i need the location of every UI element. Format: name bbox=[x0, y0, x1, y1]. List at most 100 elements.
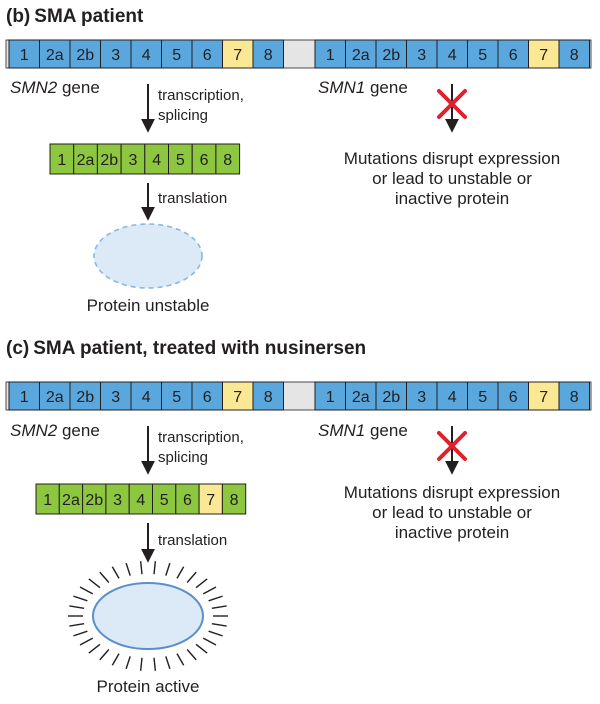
panel-b-smn1-exon-label: 1 bbox=[326, 47, 335, 64]
panel-c-smn1-exon-label: 1 bbox=[326, 389, 335, 406]
panel-c-mrna-exon-box bbox=[221, 483, 247, 515]
panel-c-protein-ray bbox=[125, 562, 131, 576]
panel-c-smn1-exon-box bbox=[528, 381, 560, 411]
panel-c-protein-ray bbox=[69, 623, 85, 627]
panel-c-smn2-exon-label: 7 bbox=[233, 389, 242, 406]
panel-c-smn2-exon-label: 5 bbox=[172, 389, 181, 406]
panel-c-mrna-exon-label: 7 bbox=[206, 492, 215, 509]
panel-c-smn1-exon-label: 7 bbox=[539, 389, 548, 406]
panel-b-smn2-exon-box bbox=[191, 39, 223, 69]
panel-c-smn2-exon-box bbox=[69, 381, 101, 411]
panel-c-protein-ray bbox=[99, 649, 110, 661]
panel-c-smn2-exon-box bbox=[100, 381, 132, 411]
panel-c-smn1-exon-label: 2b bbox=[382, 389, 400, 406]
panel-b-splicing-label: splicing bbox=[158, 107, 208, 124]
panel-c-mrna-exon-label: 2b bbox=[85, 492, 103, 509]
panel-c-protein-ray bbox=[176, 566, 185, 579]
panel-b-smn1-exon-box bbox=[406, 39, 438, 69]
panel-c-smn1-label: SMN1 gene bbox=[318, 421, 408, 440]
panel-b-smn2-exon-label: 5 bbox=[172, 47, 181, 64]
panel-c-protein-ray bbox=[139, 561, 143, 575]
panel-b-smn2-exon-label: 2b bbox=[76, 47, 94, 64]
panel-c-mrna-exon-label: 8 bbox=[230, 492, 239, 509]
panel-b-mrna-exon-label: 5 bbox=[176, 152, 185, 169]
panel-c-smn1-exon-label: 5 bbox=[478, 389, 487, 406]
panel-c-protein-ray bbox=[153, 561, 157, 575]
panel-b-smn1-exon-label: 8 bbox=[570, 47, 579, 64]
panel-c-splicing-label: splicing bbox=[158, 449, 208, 466]
panel-b-smn1-exon-box bbox=[467, 39, 499, 69]
panel-c-protein-ray bbox=[195, 643, 208, 654]
panel-c-mrna-exon-label: 5 bbox=[160, 492, 169, 509]
panel-c-protein-ray bbox=[88, 578, 101, 589]
panel-c-smn1-exon-label: 2a bbox=[352, 389, 370, 406]
panel-b-protein-unstable bbox=[93, 223, 203, 289]
panel-c-smn2-exon-label: 2a bbox=[46, 389, 64, 406]
panel-b-smn1-exon-label: 2b bbox=[382, 47, 400, 64]
panel-b-smn2-label: SMN2 gene bbox=[10, 78, 100, 97]
panel-c-smn2-exon-label: 4 bbox=[142, 389, 151, 406]
panel-b-note-line-3: inactive protein bbox=[395, 189, 509, 208]
panel-c-protein-ray bbox=[69, 605, 85, 609]
panel-c-note-line-3: inactive protein bbox=[395, 523, 509, 542]
panel-c-protein-ray bbox=[186, 571, 197, 583]
panel-b-note-line-2: or lead to unstable or bbox=[372, 169, 532, 188]
panel-c-protein-ray bbox=[202, 637, 217, 646]
panel-b-cross-icon bbox=[437, 89, 467, 119]
panel-b-note-line-1: Mutations disrupt expression bbox=[344, 149, 560, 168]
panel-c-translation-label: translation bbox=[158, 532, 227, 549]
panel-b-smn2-exon-box bbox=[130, 39, 162, 69]
panel-c-smn1-exon-box bbox=[406, 381, 438, 411]
panel-c-smn2-exon-box bbox=[191, 381, 223, 411]
panel-b-smn2-suffix: gene bbox=[57, 78, 100, 97]
panel-c-protein-ray bbox=[73, 595, 88, 602]
panel-c-smn1-suffix: gene bbox=[365, 421, 408, 440]
panel-b-smn2-exon-box bbox=[8, 39, 40, 69]
panel-c-smn2-name: SMN2 bbox=[10, 421, 58, 440]
panel-c-protein-ray bbox=[165, 656, 171, 670]
panel-b-smn2-exon-label: 2a bbox=[46, 47, 64, 64]
panel-c-smn2-label: SMN2 gene bbox=[10, 421, 100, 440]
panel-c-note-line-1: Mutations disrupt expression bbox=[344, 483, 560, 502]
panel-c-smn2-exon-label: 2b bbox=[76, 389, 94, 406]
panel-b-smn2-exon-label: 6 bbox=[203, 47, 212, 64]
panel-b-title-text: SMA patient bbox=[34, 6, 144, 27]
panel-c-protein-ray bbox=[88, 643, 101, 654]
panel-c-letter: (c) bbox=[6, 338, 29, 359]
panel-c-mrna-exon-label: 6 bbox=[183, 492, 192, 509]
panel-c-protein-label: Protein active bbox=[97, 677, 200, 696]
panel-c-protein-ray bbox=[79, 637, 94, 646]
panel-b-smn2-exon-label: 7 bbox=[233, 47, 242, 64]
panel-c-smn2-exon-box bbox=[130, 381, 162, 411]
panel-b-smn1-exon-label: 7 bbox=[539, 47, 548, 64]
panel-c-smn1-exon-box bbox=[558, 381, 590, 411]
panel-c-smn2-exon-box bbox=[252, 381, 284, 411]
panel-c-smn2-exon-label: 6 bbox=[203, 389, 212, 406]
panel-b-smn1-suffix: gene bbox=[365, 78, 408, 97]
panel-c-protein-ray bbox=[111, 653, 120, 666]
panel-c-smn2-exon-label: 3 bbox=[111, 389, 120, 406]
panel-c-smn2-exon-label: 8 bbox=[264, 389, 273, 406]
panel-b-mrna-exon-label: 1 bbox=[57, 152, 66, 169]
panel-c-protein-ray bbox=[208, 630, 223, 637]
panel-c-protein-ray bbox=[153, 657, 157, 671]
panel-c-smn1-exon-label: 4 bbox=[448, 389, 457, 406]
panel-c-smn1-exon-label: 8 bbox=[570, 389, 579, 406]
panel-c-protein-ray bbox=[186, 649, 197, 661]
panel-b-smn2-exon-box bbox=[39, 39, 71, 69]
panel-c-title: (c)SMA patient, treated with nusinersen bbox=[6, 338, 366, 359]
panel-c-protein-ray bbox=[165, 562, 171, 576]
panel-b-smn2-exon-label: 8 bbox=[264, 47, 273, 64]
panel-b-transcription-label: transcription, bbox=[158, 87, 244, 104]
panel-c-protein-ray bbox=[79, 586, 94, 595]
panel-b-smn1-exon-label: 3 bbox=[417, 47, 426, 64]
panel-b-smn1-name: SMN1 bbox=[318, 78, 365, 97]
panel-b-smn1-exon-box bbox=[375, 39, 407, 69]
panel-c-smn1-name: SMN1 bbox=[318, 421, 365, 440]
